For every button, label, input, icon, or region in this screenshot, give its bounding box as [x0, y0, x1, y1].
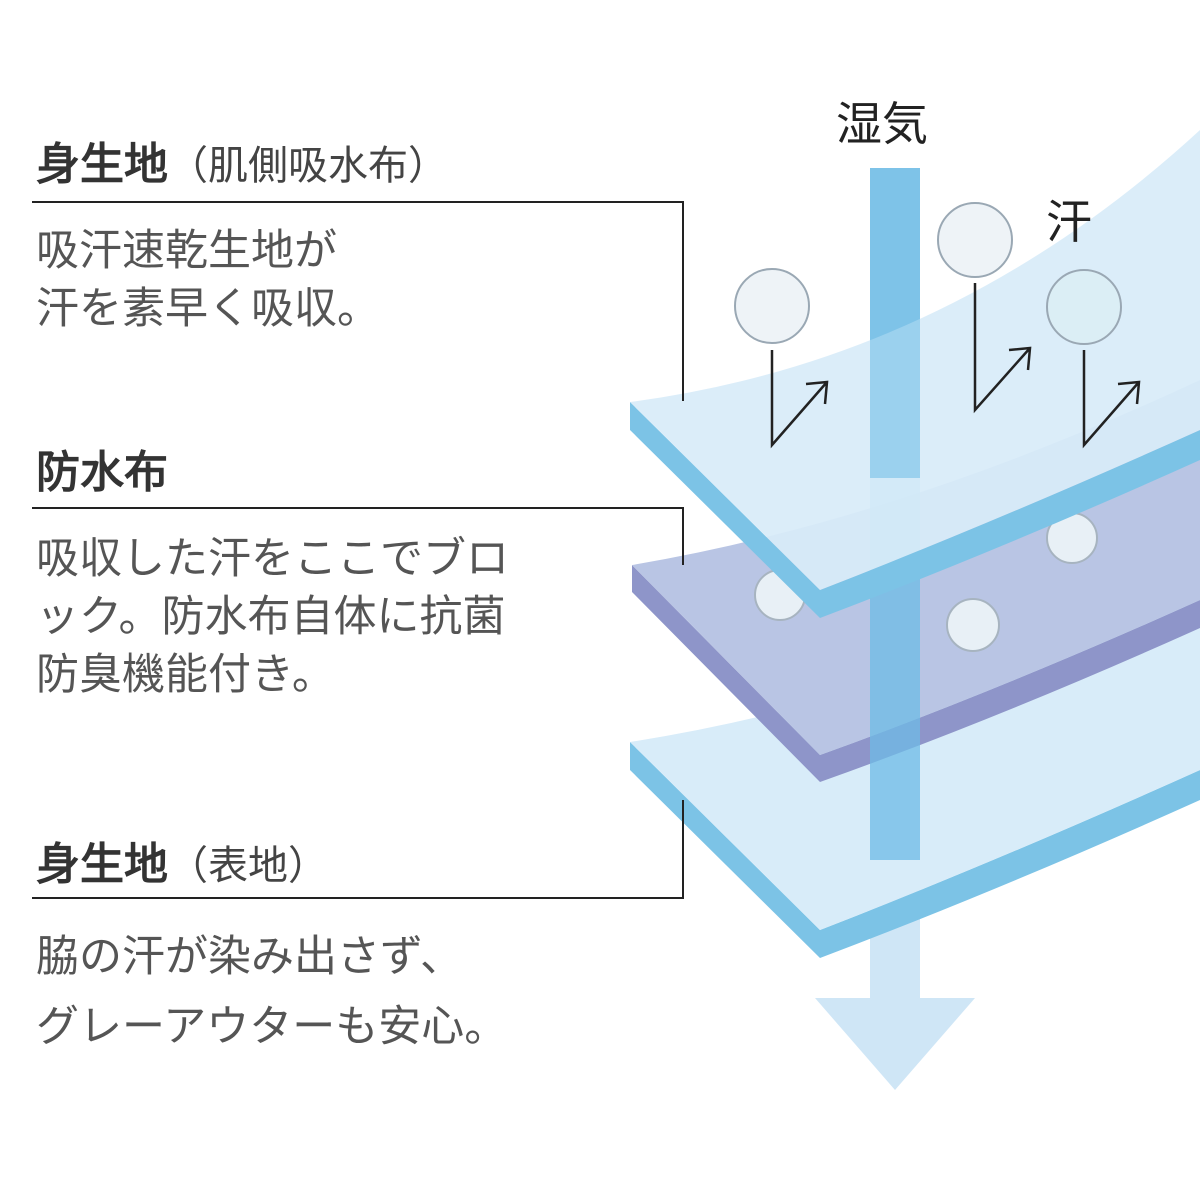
sweat-droplets — [734, 202, 1141, 449]
section-3-body: 脇の汗が染み出さず、 グレーアウターも安心。 — [36, 922, 507, 1062]
body-line: ック。防水布自体に抗菌 — [36, 592, 506, 642]
body-line: 吸汗速乾生地が — [36, 226, 337, 276]
section-1-subtitle: （肌側吸水布） — [168, 143, 448, 189]
body-line: 防臭機能付き。 — [36, 650, 335, 700]
section-2-title: 防水布 — [36, 447, 168, 498]
divider — [32, 897, 684, 899]
leader-line — [682, 201, 684, 401]
section-2-heading: 防水布 — [36, 436, 168, 500]
section-2-body: 吸収した汗をここでブロ ック。防水布自体に抗菌 防臭機能付き。 — [36, 530, 509, 704]
body-line: 汗を素早く吸収。 — [36, 284, 380, 334]
section-1-heading: 身生地（肌側吸水布） — [36, 128, 448, 192]
moisture-label: 湿気 — [836, 97, 928, 151]
divider — [32, 507, 684, 509]
section-3-heading: 身生地（表地） — [36, 828, 328, 892]
leader-line — [682, 800, 684, 899]
section-1-body: 吸汗速乾生地が 汗を素早く吸収。 — [36, 222, 380, 338]
section-3-subtitle: （表地） — [168, 843, 328, 889]
body-line: 脇の汗が染み出さず、 — [36, 932, 463, 982]
section-1-title: 身生地 — [36, 139, 168, 190]
leader-line — [682, 507, 684, 565]
body-line: グレーアウターも安心。 — [36, 1002, 508, 1052]
divider — [32, 201, 684, 203]
section-3-title: 身生地 — [36, 839, 168, 890]
sweat-label: 汗 — [1046, 195, 1092, 249]
body-line: 吸収した汗をここでブロ — [36, 534, 509, 584]
